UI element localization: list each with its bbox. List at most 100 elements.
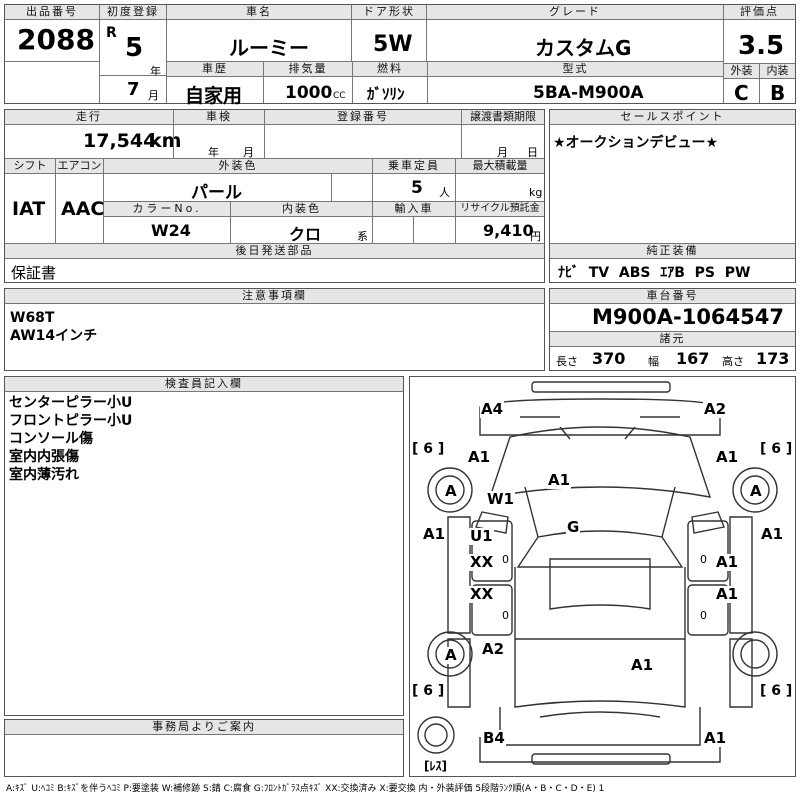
recycle-header: リサイクル預託金 — [456, 202, 544, 217]
mark-rear-left: A2 — [481, 640, 506, 658]
reg-year: 5 — [125, 33, 144, 63]
width-label: 幅 — [648, 355, 659, 368]
deadline-header: 譲渡書類期限 — [462, 110, 544, 125]
door-type: 5W — [373, 32, 413, 57]
first-reg-header: 初度登録 — [100, 5, 166, 20]
history-header: 車歴 — [167, 62, 263, 77]
mark-seat-fl: U1 — [469, 527, 494, 545]
mark-windshield: W1 — [486, 490, 515, 508]
equipment: ﾅﾋﾞ TV ABS ｴｱB PS PW — [558, 265, 751, 281]
sales-header: セールスポイント — [550, 110, 795, 125]
reg-month: 7 — [127, 79, 140, 100]
score: 3.5 — [738, 31, 785, 61]
insp-year-unit: 年 — [208, 146, 219, 159]
import-header: 輸入車 — [373, 202, 455, 217]
mark-fender-left: A1 — [467, 448, 492, 466]
model-header: 型式 — [428, 62, 723, 77]
chassis-header: 車台番号 — [550, 289, 795, 304]
mark-front-right: A2 — [703, 400, 728, 418]
mark-roof: G — [566, 518, 581, 536]
score-header: 評価点 — [724, 5, 795, 20]
inspector-line: センターピラー小U — [9, 395, 133, 411]
wheel-fr-mark: A — [749, 482, 763, 500]
vehicle-info-block: 走行 17,544 km 車検 年 月 登録番号 譲渡書類期限 月 日 シフト … — [4, 109, 545, 283]
ac-header: エアコン — [56, 159, 103, 174]
header-block: 出品番号 2088 初度登録 R 5 年 7 月 車名 ルーミー ドア形状 5W… — [4, 4, 796, 107]
damage-diagram: A4 A2 [ 6 ] [ 6 ] A1 A1 A A A1 W1 G A1 A… — [409, 376, 796, 777]
length: 370 — [592, 349, 626, 368]
later-value: 保証書 — [11, 264, 57, 282]
specs-header: 諸元 — [550, 332, 795, 347]
mark-front-left: A4 — [480, 400, 505, 418]
inspector-header: 検査員記入欄 — [5, 377, 403, 392]
tire-rear-right: [ 6 ] — [760, 683, 793, 699]
recycle-unit: 円 — [530, 230, 541, 243]
note-line: AW14インチ — [10, 328, 98, 344]
inspector-line: 室内内張傷 — [9, 449, 79, 465]
mark-door-left: A1 — [422, 525, 447, 543]
lot-number: 2088 — [17, 23, 95, 56]
mark-rear-bl: B4 — [482, 729, 506, 747]
mark-fender-right: A1 — [715, 448, 740, 466]
shift: IAT — [12, 198, 46, 220]
model: 5BA-M900A — [533, 83, 644, 103]
intcolor: クロ — [289, 225, 322, 244]
office-header: 事務局よりご案内 — [5, 720, 403, 735]
deadline-day: 日 — [527, 146, 538, 159]
year-unit: 年 — [150, 65, 161, 78]
intcolor-header: 内装色 — [231, 202, 372, 217]
mark-seat-rl: XX — [469, 585, 495, 603]
later-header: 後日発送部品 — [5, 244, 544, 259]
recycle: 9,410 — [483, 221, 534, 240]
spare-tire-label: [ﾚｽ] — [424, 759, 447, 773]
capacity-header: 乗車定員 — [373, 159, 455, 174]
inspector-line: フロントピラー小U — [9, 413, 133, 429]
legend: A:ｷｽﾞ U:ﾍｺﾐ B:ｷｽﾞを伴うﾍｺﾐ P:要塗装 W:補修跡 S:錆 … — [6, 784, 605, 794]
wheel-fl-mark: A — [444, 482, 458, 500]
lot-header: 出品番号 — [5, 5, 99, 20]
colorno-header: カラーNo. — [104, 202, 230, 217]
ext-header: 外装 — [724, 64, 759, 79]
colorno: W24 — [151, 221, 191, 240]
int-header: 内装 — [760, 64, 795, 79]
shift-header: シフト — [5, 159, 55, 174]
grade-header: グレード — [427, 5, 723, 20]
color-header: 外装色 — [104, 159, 372, 174]
int-grade: B — [770, 81, 786, 105]
sales-point: ★オークションデビュー★ — [553, 135, 719, 151]
displacement-header: 排気量 — [264, 62, 352, 77]
era: R — [106, 25, 117, 41]
fuel: ｶﾞｿﾘﾝ — [367, 85, 405, 103]
color: パール — [191, 183, 242, 203]
ext-grade: C — [734, 81, 749, 105]
history: 自家用 — [185, 85, 243, 107]
length-label: 長さ — [556, 355, 578, 368]
height-label: 高さ — [722, 355, 744, 368]
mark-seat-fr: A1 — [715, 553, 740, 571]
displacement: 1000 — [285, 83, 333, 103]
mark-rear-br: A1 — [703, 729, 728, 747]
mark-zero: 0 — [700, 553, 707, 566]
car-name-header: 車名 — [167, 5, 351, 20]
reg-no-header: 登録番号 — [265, 110, 461, 125]
car-outline — [417, 381, 778, 765]
height: 173 — [756, 349, 790, 368]
mark-zero: 0 — [502, 553, 509, 566]
mark-zero: 0 — [700, 609, 707, 622]
mileage-header: 走行 — [5, 110, 173, 125]
office-block: 事務局よりご案内 — [4, 719, 404, 777]
door-header: ドア形状 — [352, 5, 426, 20]
chassis-number: M900A-1064547 — [592, 305, 784, 329]
car-name: ルーミー — [229, 36, 309, 60]
note-line: W68T — [10, 310, 55, 326]
mileage: 17,544 — [83, 130, 157, 152]
mark-seat-fl2: XX — [469, 553, 495, 571]
equipment-header: 純正装備 — [550, 244, 795, 259]
ac: AAC — [61, 198, 105, 220]
insp-month-unit: 月 — [243, 146, 254, 159]
capacity: 5 — [411, 178, 423, 198]
tire-front-right: [ 6 ] — [760, 441, 793, 457]
grade: カスタムG — [535, 36, 632, 60]
tire-front-left: [ 6 ] — [412, 441, 445, 457]
loadcap-unit: kg — [529, 186, 543, 199]
